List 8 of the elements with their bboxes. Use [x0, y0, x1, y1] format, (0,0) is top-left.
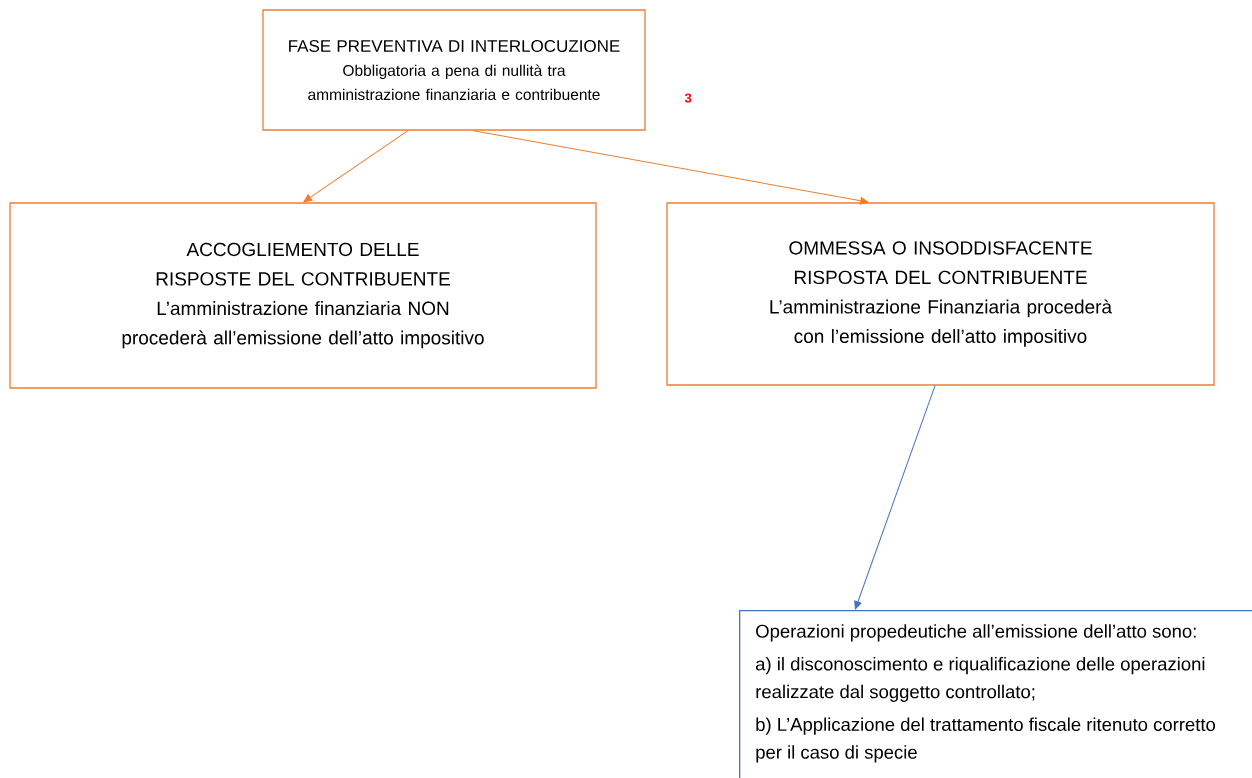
process-box: FASE PREVENTIVA DI INTERLOCUZIONE Obbligatoria a pena di nullità tra amministrazione finanziaria e contribuente — [262, 9, 646, 131]
arrow — [303, 130, 409, 203]
process-box: ACCOGLIEMENTO DELLE RISPOSTE DEL CONTRIBUENTE L’amministrazione finanziaria NON procederà all’emissione dell’atto impositivo — [9, 202, 597, 389]
text-box: Operazioni propedeutiche all’emissione dell’atto sono: a) il disconoscimento e riqualificazione delle operazioni realizzate dal soggetto controllato; b) L’Applicazione del trattamento fiscale ritenuto corretto per il caso di specie — [739, 610, 1252, 778]
process-box: OMMESSA O INSODDISFACENTE RISPOSTA DEL CONTRIBUENTE L’amministrazione Finanziaria procederà con l’emissione dell’atto impositivo — [666, 202, 1215, 386]
arrow — [854, 385, 936, 610]
arrow — [472, 130, 869, 205]
footnote-number: 3 — [684, 93, 692, 103]
